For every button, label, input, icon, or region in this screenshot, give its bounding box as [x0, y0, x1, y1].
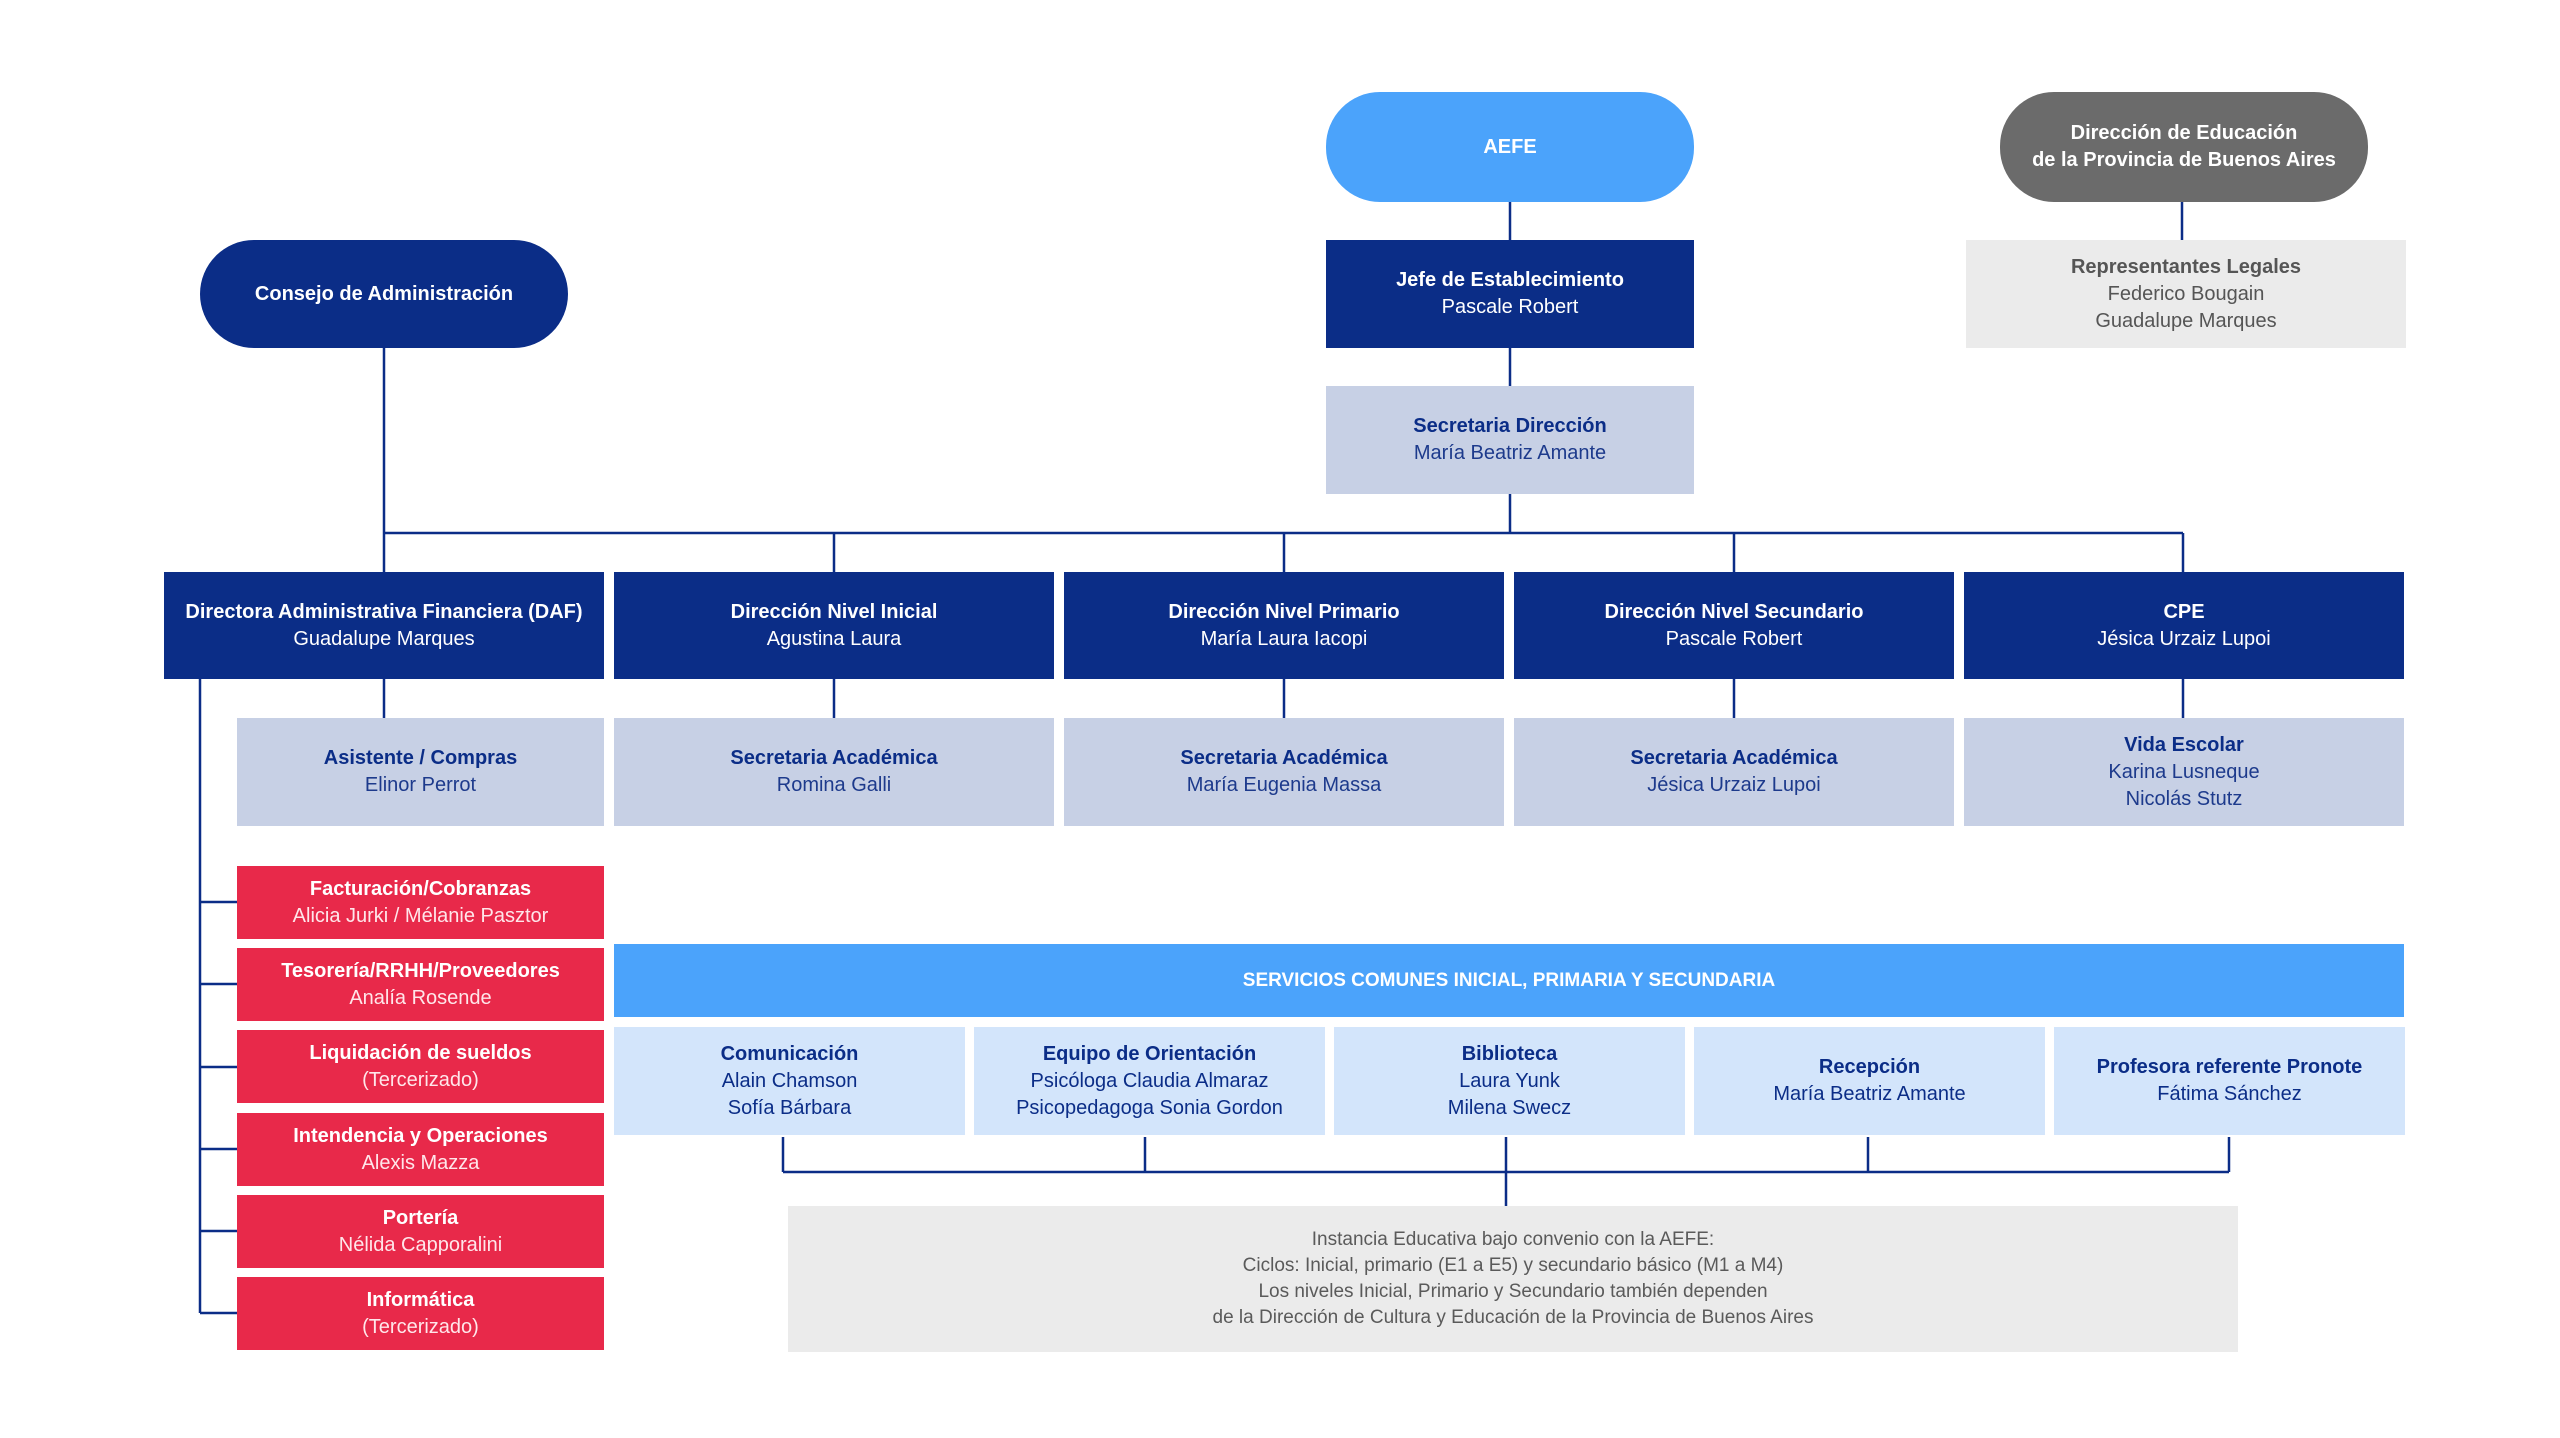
- node-person: Elinor Perrot: [364, 774, 477, 796]
- note-line-2: Ciclos: Inicial, primario (E1 a E5) y se…: [1242, 1255, 1784, 1276]
- representantes-node: Representantes Legales Federico Bougain …: [1966, 240, 2406, 348]
- node-person: Laura Yunk: [1459, 1069, 1560, 1092]
- node-person: Pascale Robert: [1441, 296, 1579, 318]
- node-person: Federico Bougain: [2107, 282, 2265, 305]
- node-title: Secretaria Académica: [1630, 747, 1838, 769]
- node-person: Jésica Urzaiz Lupoi: [1647, 774, 1821, 796]
- node-person: Guadalupe Marques: [293, 627, 475, 650]
- direction-primario: Dirección Nivel Primario María Laura Iac…: [1064, 572, 1504, 679]
- services-banner: SERVICIOS COMUNES INICIAL, PRIMARIA Y SE…: [614, 944, 2404, 1017]
- consejo-label: Consejo de Administración: [254, 282, 514, 305]
- node-title: Comunicación: [720, 1042, 859, 1065]
- service-biblioteca: Biblioteca Laura Yunk Milena Swecz: [1334, 1027, 1685, 1135]
- node-title: Representantes Legales: [2070, 255, 2302, 278]
- assistant-secundario: Secretaria Académica Jésica Urzaiz Lupoi: [1514, 718, 1954, 826]
- note-line-3: Los niveles Inicial, Primario y Secundar…: [1258, 1281, 1768, 1302]
- consejo-node: Consejo de Administración: [200, 240, 568, 348]
- dgcye-label-line-2: de la Provincia de Buenos Aires: [2032, 149, 2336, 171]
- note-line-1: Instancia Educativa bajo convenio con la…: [1311, 1229, 1715, 1250]
- service-orientacion: Equipo de Orientación Psicóloga Claudia …: [974, 1027, 1325, 1135]
- aefe-agreement-note: Instancia Educativa bajo convenio con la…: [788, 1206, 2238, 1352]
- node-person: María Beatriz Amante: [1773, 1083, 1966, 1105]
- node-person: Nélida Capporalini: [338, 1233, 503, 1256]
- node-person: Pascale Robert: [1665, 627, 1803, 650]
- node-title: Biblioteca: [1461, 1042, 1558, 1065]
- node-title: CPE: [2163, 600, 2205, 623]
- service-recepcion: Recepción María Beatriz Amante: [1694, 1027, 2045, 1135]
- assistant-primario: Secretaria Académica María Eugenia Massa: [1064, 718, 1504, 826]
- node-title: Asistente / Compras: [323, 747, 518, 769]
- secretaria-direccion-node: Secretaria Dirección María Beatriz Amant…: [1326, 386, 1694, 494]
- node-person: Jésica Urzaiz Lupoi: [2097, 627, 2271, 650]
- node-person: María Beatriz Amante: [1413, 442, 1607, 464]
- admin-unit-sueldos: Liquidación de sueldos (Tercerizado): [237, 1030, 604, 1103]
- aefe-label: AEFE: [1483, 135, 1537, 158]
- service-pronote: Profesora referente Pronote Fátima Sánch…: [2054, 1027, 2405, 1135]
- dgcye-node: Dirección de Educación de la Provincia d…: [2000, 92, 2368, 202]
- node-person: Psicopedagoga Sonia Gordon: [1016, 1096, 1283, 1119]
- node-title: Profesora referente Pronote: [2096, 1056, 2363, 1078]
- admin-unit-informatica: Informática (Tercerizado): [237, 1277, 604, 1350]
- node-person: Alexis Mazza: [361, 1151, 480, 1174]
- node-person: (Tercerizado): [362, 1315, 479, 1338]
- direction-inicial: Dirección Nivel Inicial Agustina Laura: [614, 572, 1054, 679]
- node-person: Nicolás Stutz: [2125, 787, 2243, 810]
- node-person: Analía Rosende: [349, 986, 492, 1009]
- admin-unit-porteria: Portería Nélida Capporalini: [237, 1195, 604, 1268]
- aefe-node: AEFE: [1326, 92, 1694, 202]
- node-title: Tesorería/RRHH/Proveedores: [281, 959, 560, 982]
- node-title: Dirección Nivel Primario: [1168, 600, 1400, 623]
- node-title: Dirección Nivel Inicial: [730, 600, 938, 623]
- node-title: Facturación/Cobranzas: [309, 877, 532, 900]
- node-title: Vida Escolar: [2124, 733, 2244, 756]
- node-title: Secretaria Académica: [1180, 747, 1388, 769]
- direction-secundario: Dirección Nivel Secundario Pascale Rober…: [1514, 572, 1954, 679]
- assistant-vida-escolar: Vida Escolar Karina Lusneque Nicolás Stu…: [1964, 718, 2404, 826]
- node-title: Portería: [382, 1206, 459, 1229]
- admin-unit-tesoreria: Tesorería/RRHH/Proveedores Analía Rosend…: [237, 948, 604, 1021]
- node-person: Sofía Bárbara: [727, 1096, 852, 1119]
- node-title: Equipo de Orientación: [1042, 1042, 1257, 1065]
- node-person: Agustina Laura: [766, 627, 902, 650]
- node-title: Informática: [366, 1288, 475, 1311]
- node-person: María Laura Iacopi: [1200, 627, 1368, 650]
- node-title: Recepción: [1818, 1056, 1921, 1078]
- node-person: Romina Galli: [776, 774, 892, 796]
- node-person: Karina Lusneque: [2108, 760, 2260, 783]
- note-line-4: de la Dirección de Cultura y Educación d…: [1212, 1307, 1814, 1328]
- jefe-node: Jefe de Establecimiento Pascale Robert: [1326, 240, 1694, 348]
- direction-daf: Directora Administrativa Financiera (DAF…: [164, 572, 604, 679]
- node-person: (Tercerizado): [362, 1068, 479, 1091]
- node-title: Secretaria Académica: [730, 747, 938, 769]
- direction-cpe: CPE Jésica Urzaiz Lupoi: [1964, 572, 2404, 679]
- admin-unit-facturacion: Facturación/Cobranzas Alicia Jurki / Mél…: [237, 866, 604, 939]
- assistant-inicial: Secretaria Académica Romina Galli: [614, 718, 1054, 826]
- node-title: Dirección Nivel Secundario: [1604, 600, 1864, 623]
- node-title: Liquidación de sueldos: [309, 1041, 532, 1064]
- assistant-compras: Asistente / Compras Elinor Perrot: [237, 718, 604, 826]
- node-person: Alicia Jurki / Mélanie Pasztor: [292, 904, 549, 927]
- node-person: Guadalupe Marques: [2095, 309, 2277, 332]
- node-person: Alain Chamson: [721, 1069, 858, 1092]
- node-title: Directora Administrativa Financiera (DAF…: [185, 600, 583, 623]
- node-person: Psicóloga Claudia Almaraz: [1030, 1069, 1269, 1092]
- service-comunicacion: Comunicación Alain Chamson Sofía Bárbara: [614, 1027, 965, 1135]
- node-title: Secretaria Dirección: [1413, 415, 1607, 437]
- admin-unit-intendencia: Intendencia y Operaciones Alexis Mazza: [237, 1113, 604, 1186]
- node-title: Intendencia y Operaciones: [293, 1124, 548, 1147]
- node-person: Fátima Sánchez: [2157, 1083, 2302, 1105]
- services-banner-label: SERVICIOS COMUNES INICIAL, PRIMARIA Y SE…: [1242, 970, 1776, 991]
- node-person: Milena Swecz: [1447, 1096, 1572, 1119]
- node-title: Jefe de Establecimiento: [1396, 269, 1624, 291]
- dgcye-label-line-1: Dirección de Educación: [2070, 122, 2298, 144]
- node-person: María Eugenia Massa: [1186, 774, 1382, 796]
